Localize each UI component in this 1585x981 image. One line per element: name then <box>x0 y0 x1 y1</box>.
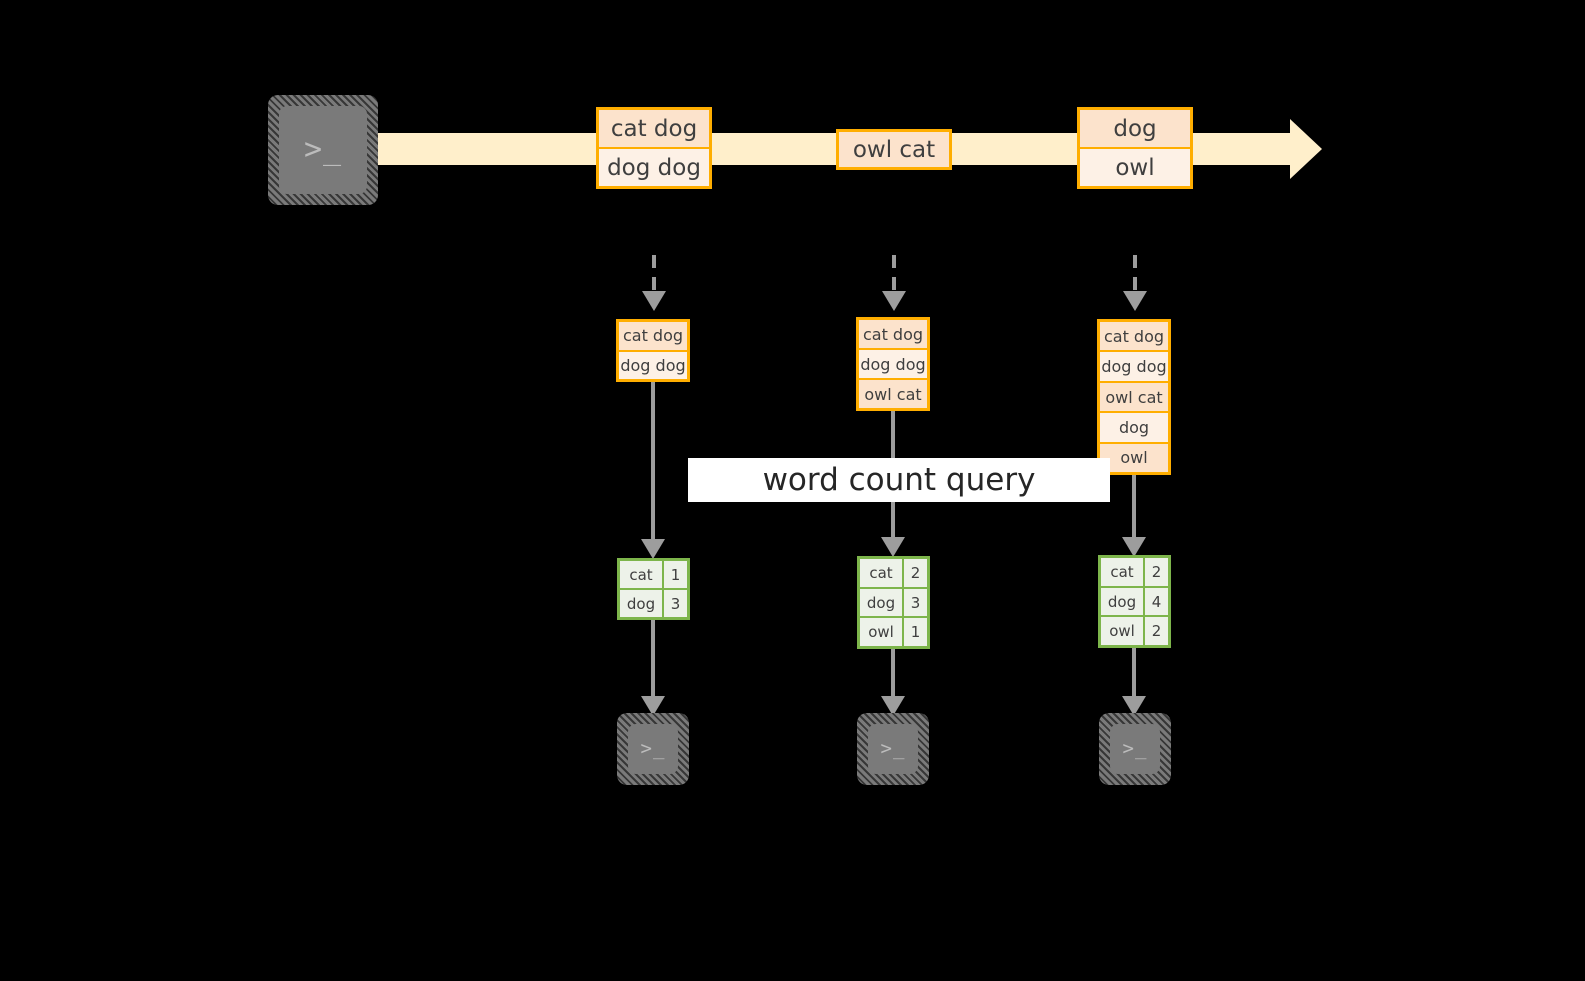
query-flow-line-3 <box>1132 475 1136 537</box>
terminal-icon-consumer-3[interactable]: >_ <box>1099 713 1171 785</box>
snapshot-2-records[interactable]: cat dog dog dog owl cat <box>856 317 930 411</box>
record-line: cat dog <box>859 320 927 350</box>
record-line: cat dog <box>599 110 709 149</box>
snapshot-tap-arrowhead-2 <box>882 291 906 311</box>
terminal-prompt-glyph: >_ <box>1122 737 1148 760</box>
terminal-screen <box>279 106 367 194</box>
record-line: owl cat <box>839 132 949 167</box>
table-row: cat 2 <box>1101 558 1168 588</box>
result-flow-arrowhead-2 <box>881 696 905 716</box>
query-flow-arrowhead-1 <box>641 539 665 559</box>
record-line: dog <box>1080 110 1190 149</box>
query-flow-arrowhead-3 <box>1122 537 1146 557</box>
record-line: owl <box>1080 149 1190 186</box>
result-table-3[interactable]: cat 2 dog 4 owl 2 <box>1098 555 1171 648</box>
terminal-prompt-glyph: >_ <box>880 737 906 760</box>
snapshot-tap-line-1 <box>652 255 656 293</box>
terminal-prompt-glyph: >_ <box>303 132 343 167</box>
table-row: cat 1 <box>620 561 687 590</box>
stream-arrow-head <box>1290 119 1322 179</box>
cell-count: 2 <box>1145 617 1168 646</box>
snapshot-tap-arrowhead-3 <box>1123 291 1147 311</box>
result-table-1[interactable]: cat 1 dog 3 <box>617 558 690 620</box>
record-line: dog dog <box>859 350 927 380</box>
cell-word: dog <box>1101 587 1145 616</box>
record-line: owl cat <box>859 380 927 408</box>
snapshot-tap-arrowhead-1 <box>642 291 666 311</box>
stream-record-3[interactable]: dog owl <box>1077 107 1193 189</box>
snapshot-tap-line-3 <box>1133 255 1137 293</box>
record-line: dog <box>1100 413 1168 444</box>
record-line: cat dog <box>619 322 687 352</box>
stream-record-1[interactable]: cat dog dog dog <box>596 107 712 189</box>
terminal-prompt-glyph: >_ <box>640 737 666 760</box>
cell-word: owl <box>1101 617 1145 646</box>
cell-word: dog <box>620 590 664 617</box>
record-line: dog dog <box>619 351 687 379</box>
record-line: owl <box>1100 443 1168 473</box>
stream-record-2[interactable]: owl cat <box>836 129 952 170</box>
table-row: dog 3 <box>620 590 687 617</box>
snapshot-tap-line-2 <box>892 255 896 293</box>
query-flow-arrowhead-2 <box>881 537 905 557</box>
record-line: dog dog <box>1100 352 1168 383</box>
terminal-screen <box>628 724 678 774</box>
table-row: owl 2 <box>1101 617 1168 646</box>
terminal-screen <box>1110 724 1160 774</box>
result-flow-arrowhead-1 <box>641 696 665 716</box>
record-line: dog dog <box>599 149 709 186</box>
cell-word: dog <box>860 588 904 617</box>
terminal-icon-consumer-2[interactable]: >_ <box>857 713 929 785</box>
cell-count: 2 <box>904 559 927 587</box>
cell-word: cat <box>860 559 904 587</box>
record-line: cat dog <box>1100 322 1168 353</box>
cell-count: 1 <box>904 618 927 647</box>
cell-word: cat <box>620 561 664 588</box>
result-flow-line-2 <box>891 649 895 696</box>
result-table-2[interactable]: cat 2 dog 3 owl 1 <box>857 556 930 649</box>
cell-count: 1 <box>664 561 687 588</box>
terminal-screen <box>868 724 918 774</box>
table-row: cat 2 <box>860 559 927 589</box>
cell-count: 4 <box>1145 587 1168 616</box>
snapshot-1-records[interactable]: cat dog dog dog <box>616 319 690 382</box>
table-row: dog 3 <box>860 588 927 619</box>
terminal-icon-consumer-1[interactable]: >_ <box>617 713 689 785</box>
table-row: dog 4 <box>1101 587 1168 618</box>
result-flow-arrowhead-3 <box>1122 696 1146 716</box>
table-row: owl 1 <box>860 618 927 647</box>
query-banner: word count query <box>688 458 1110 502</box>
cell-word: owl <box>860 618 904 647</box>
cell-word: cat <box>1101 558 1145 586</box>
cell-count: 2 <box>1145 558 1168 586</box>
terminal-icon-producer[interactable]: >_ <box>268 95 378 205</box>
cell-count: 3 <box>904 588 927 617</box>
cell-count: 3 <box>664 590 687 617</box>
snapshot-3-records[interactable]: cat dog dog dog owl cat dog owl <box>1097 319 1171 475</box>
record-line: owl cat <box>1100 382 1168 414</box>
query-banner-label: word count query <box>762 462 1036 498</box>
result-flow-line-1 <box>651 620 655 696</box>
result-flow-line-3 <box>1132 648 1136 696</box>
query-flow-line-1 <box>651 382 655 539</box>
